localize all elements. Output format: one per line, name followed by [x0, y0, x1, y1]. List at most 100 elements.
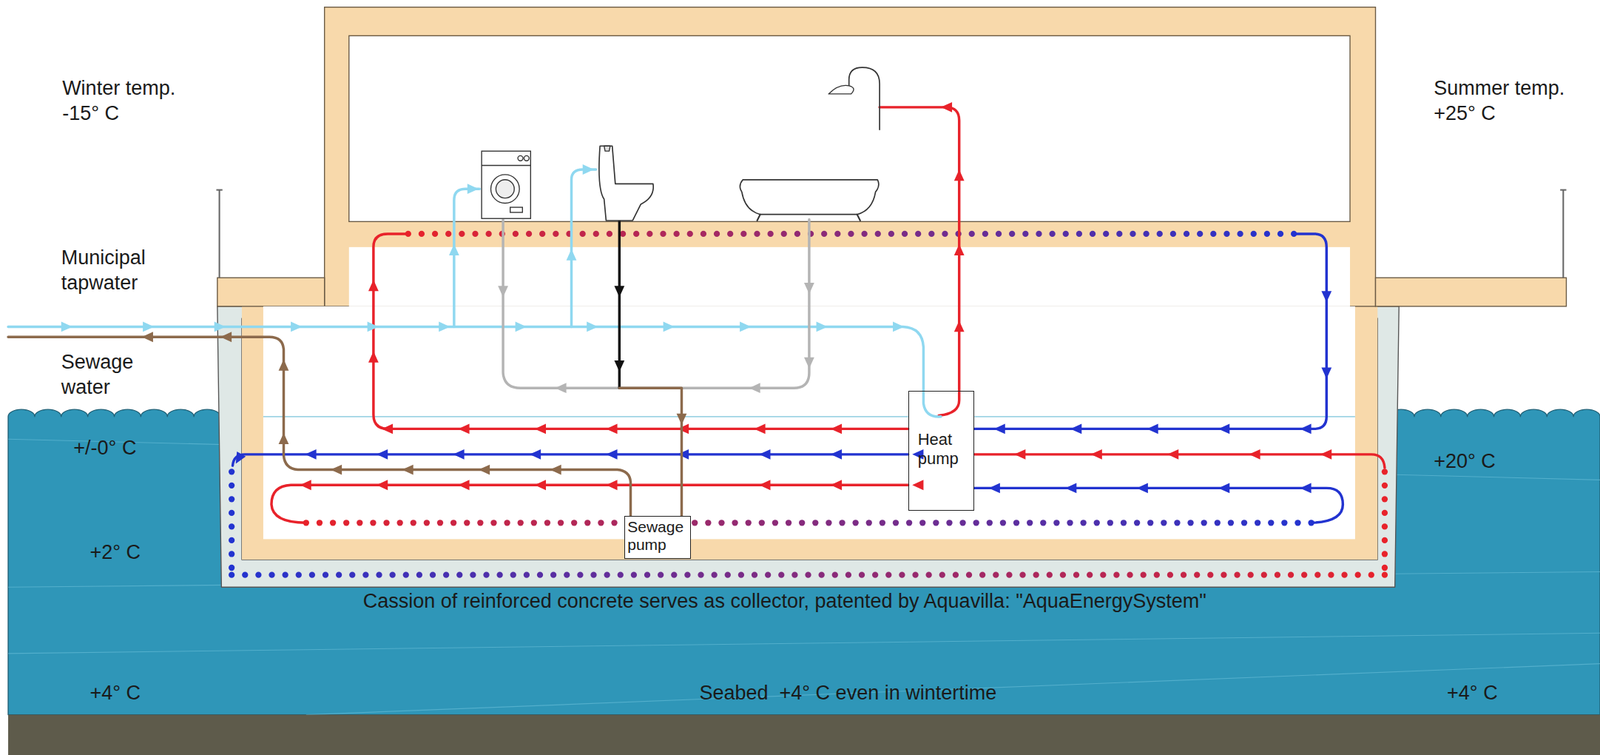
flow-arrow [478, 464, 490, 475]
collector-dot [1133, 519, 1140, 526]
collector-dot [1173, 519, 1180, 526]
collector-dot [1274, 571, 1281, 578]
collector-dot [778, 571, 785, 578]
collector-dot [405, 230, 412, 237]
collector-dot [550, 571, 557, 578]
collector-dot [490, 519, 497, 526]
washing-machine [517, 155, 523, 161]
collector-dot [557, 519, 564, 526]
flow-arrow [1091, 449, 1103, 460]
collector-dot [469, 571, 476, 578]
washing-machine [523, 155, 529, 161]
flow-arrow [497, 285, 509, 297]
collector-dot [687, 230, 694, 237]
flow-arrow [830, 479, 842, 490]
collector-dot [458, 230, 465, 237]
flow-arrow [749, 382, 761, 393]
collector-dot [228, 550, 235, 557]
collector-dot [1381, 495, 1388, 502]
collector-dot [915, 230, 921, 237]
collector-dot [711, 571, 718, 578]
label: Cassion of reinforced concrete serves as… [363, 588, 1207, 614]
collector-dot [812, 519, 819, 526]
water-streak [8, 632, 1600, 654]
collector-dot [979, 571, 986, 578]
collector-dot [1227, 519, 1234, 526]
bathtub [757, 214, 861, 221]
collector-dot [901, 230, 908, 237]
collector-dot [431, 230, 438, 237]
collector-dot [818, 571, 825, 578]
railing [218, 190, 221, 279]
collector-dot [727, 230, 734, 237]
collector-dot [584, 519, 591, 526]
shower [828, 85, 854, 94]
flow-arrow [830, 449, 842, 460]
shower [849, 67, 880, 130]
collector-dot [1094, 519, 1100, 526]
collector-dot [861, 230, 867, 237]
flow-arrow [605, 423, 617, 434]
collector-dot [926, 571, 933, 578]
washing-machine [510, 207, 523, 213]
collector-dot [552, 230, 559, 237]
collector-dot [697, 571, 704, 578]
collector-dot [483, 571, 489, 578]
collector-dot [1089, 230, 1096, 237]
collector-dot [1180, 571, 1187, 578]
collector-dot [416, 571, 423, 578]
collector-dot [1019, 571, 1026, 578]
collector-dot [1220, 571, 1227, 578]
collector-dot [845, 571, 852, 578]
water-streak [306, 663, 1600, 715]
collector-dot [1147, 519, 1154, 526]
collector-dot [619, 230, 626, 237]
pipe [233, 454, 909, 466]
flow-arrow [534, 479, 546, 490]
collector-dot [471, 230, 478, 237]
collector-dot [1000, 519, 1007, 526]
collector-dot [429, 571, 436, 578]
pipe [974, 233, 1327, 429]
flow-arrow [1136, 482, 1149, 493]
collector-dot [986, 519, 993, 526]
collector-dot [838, 519, 845, 526]
flow-arrow [290, 321, 302, 333]
flow-arrow [677, 423, 689, 434]
collector-dot [590, 571, 597, 578]
collector-dot [1142, 230, 1149, 237]
pipe [619, 387, 682, 515]
collector-dot [437, 519, 444, 526]
collector-dot [941, 230, 948, 237]
flow-arrow [449, 244, 460, 256]
collector-dot [1261, 571, 1268, 578]
collector-dot [403, 571, 410, 578]
collector-dot [1214, 519, 1221, 526]
collector-dot [282, 571, 289, 578]
collector-dot [764, 571, 771, 578]
pipe [974, 487, 1343, 523]
lower-room [349, 247, 1350, 307]
flow-arrow [758, 479, 771, 490]
collector-dot [1254, 519, 1261, 526]
collector-dot [912, 571, 918, 578]
collector-dot [1156, 230, 1163, 237]
pipe [879, 107, 960, 416]
collector-dot [973, 519, 980, 526]
flow-arrow [231, 451, 247, 467]
collector-dot [1196, 230, 1203, 237]
left-terrace [217, 277, 325, 307]
collector-dot [322, 571, 329, 578]
flow-arrow [994, 423, 1006, 434]
collector-dot [885, 571, 892, 578]
collector-dot [1368, 571, 1375, 578]
collector-dot [1153, 571, 1160, 578]
collector-dot [1381, 571, 1388, 578]
collector-dot [888, 230, 895, 237]
flow-arrow [1218, 423, 1230, 434]
collector-dot [617, 571, 624, 578]
collector-dot [673, 230, 680, 237]
node-ground [624, 515, 691, 559]
collector-dot [992, 571, 999, 578]
collector-dot [794, 230, 801, 237]
